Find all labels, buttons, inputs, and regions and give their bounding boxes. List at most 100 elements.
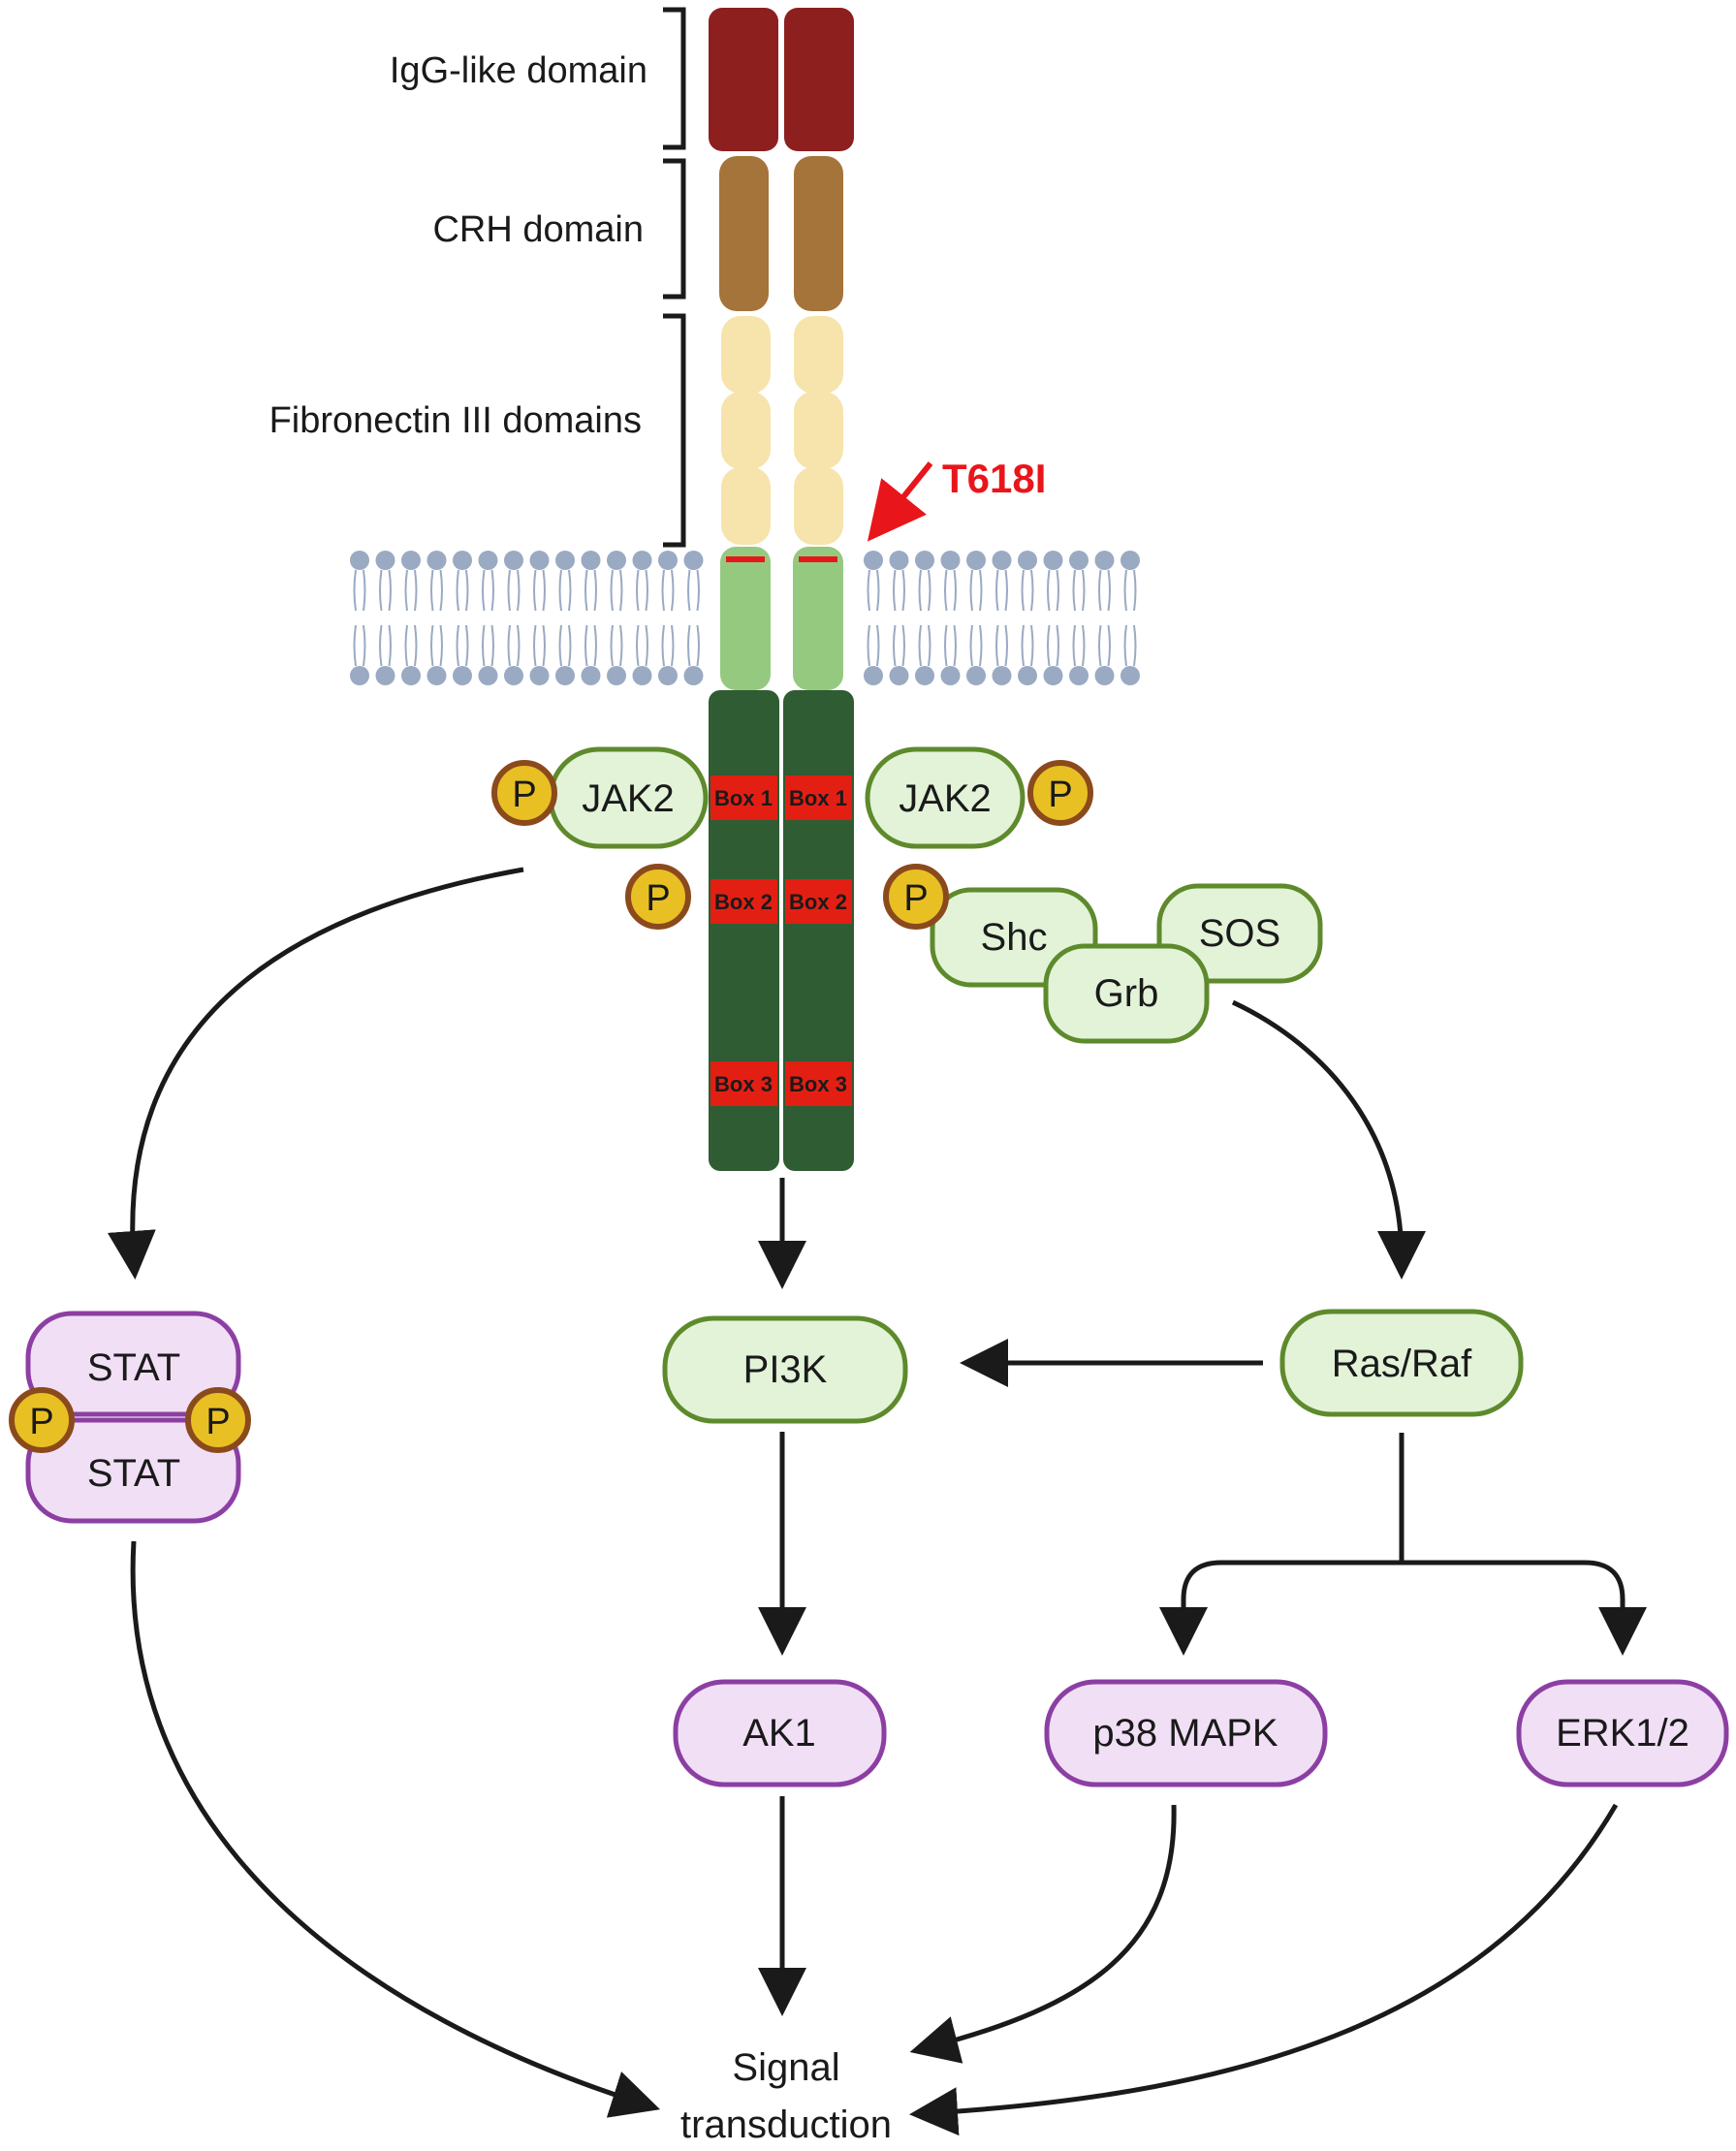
lipid-tail	[507, 569, 511, 612]
lipid-tail	[542, 624, 546, 667]
lipid-head	[915, 551, 934, 570]
lipid-tail	[687, 569, 691, 612]
lipid-tail	[867, 624, 870, 667]
lipid-head	[683, 551, 704, 570]
arrow-jak2-to-stat	[107, 867, 524, 1280]
svg-text:P: P	[29, 1402, 53, 1442]
lipid-head	[453, 666, 472, 685]
box3-right-label: Box 3	[789, 1072, 847, 1096]
lipid-tail	[1021, 569, 1025, 612]
lipid-tail	[901, 569, 905, 612]
lipid-tail	[867, 569, 870, 612]
phospho-stat-left: P	[9, 1387, 75, 1453]
lipid-head	[1018, 551, 1037, 570]
arrow-branch-to-erk	[1402, 1560, 1647, 1656]
lipid-tail	[928, 569, 931, 612]
jak2-left-label: JAK2	[582, 777, 675, 820]
p38-node	[1044, 1679, 1328, 1787]
arrow-p38-to-output	[909, 1804, 1177, 2064]
lipid-tail	[636, 624, 640, 667]
crh-label: CRH domain	[432, 209, 644, 250]
transmembrane-right	[793, 547, 843, 690]
lipid-head	[992, 551, 1012, 570]
lipid-tail	[533, 624, 537, 667]
lipid-head	[1094, 666, 1115, 685]
lipid-tail	[456, 569, 459, 612]
fn3-domains-right	[794, 316, 843, 545]
lipid-head	[478, 551, 498, 570]
box3-right	[785, 1061, 852, 1106]
lipid-tail	[661, 569, 665, 612]
arrow-sos-to-rasraf	[1231, 999, 1426, 1280]
lipid-tail	[1056, 569, 1059, 612]
lipid-tail	[404, 569, 408, 612]
lipid-head	[864, 551, 883, 570]
lipid-head	[940, 666, 961, 685]
lipid-head	[581, 551, 601, 570]
lipid-tail	[1082, 569, 1086, 612]
lipid-tail	[1004, 569, 1008, 612]
lipid-tail	[661, 624, 665, 667]
phospho-stat-right: P	[185, 1387, 251, 1453]
lipid-tail	[593, 569, 597, 612]
lipid-tail	[893, 624, 897, 667]
lipid-tail	[687, 624, 691, 667]
lipid-head	[1069, 666, 1089, 685]
stat-bottom-label: STAT	[87, 1452, 180, 1495]
ras-raf-node	[1279, 1309, 1524, 1417]
lipid-head	[401, 551, 421, 570]
lipid-head	[504, 666, 523, 685]
lipid-head	[607, 666, 626, 685]
signal-transduction-line1: Signal	[732, 2046, 839, 2089]
jak2-right	[865, 746, 1026, 849]
svg-text:P: P	[903, 878, 928, 919]
grb-node	[1043, 943, 1210, 1044]
lipid-tail	[363, 624, 366, 667]
lipid-head	[478, 666, 498, 685]
lipid-tail	[1047, 569, 1051, 612]
lipid-head	[683, 666, 704, 685]
lipid-tail	[1133, 569, 1137, 612]
lipid-tail	[969, 624, 973, 667]
lipid-tail	[619, 624, 623, 667]
crh-domain-right	[794, 156, 843, 311]
lipid-tail	[439, 624, 443, 667]
lipid-tail	[584, 569, 588, 612]
lipid-tail	[430, 624, 434, 667]
lipid-tail	[456, 624, 459, 667]
lipid-tail	[918, 624, 922, 667]
lipid-head	[401, 666, 421, 685]
lipid-tail	[353, 624, 357, 667]
lipid-tail	[1072, 569, 1076, 612]
jak2-right-label: JAK2	[899, 777, 992, 820]
box2-right-label: Box 2	[789, 890, 847, 914]
lipid-head	[658, 666, 678, 685]
lipid-tail	[901, 624, 905, 667]
arrow-stat-to-output	[130, 1540, 661, 2118]
lipid-tail	[439, 569, 443, 612]
lipid-head	[555, 666, 575, 685]
lipid-tail	[414, 624, 418, 667]
lipid-head	[632, 666, 652, 685]
phospho-shc: P	[883, 864, 949, 930]
lipid-tail	[1056, 624, 1059, 667]
lipid-head	[1121, 551, 1140, 570]
erk-label: ERK1/2	[1556, 1712, 1689, 1755]
lipid-tail	[610, 569, 614, 612]
lipid-tail	[1047, 624, 1051, 667]
grb-label: Grb	[1094, 972, 1159, 1015]
lipid-tail	[953, 569, 957, 612]
lipid-tail	[558, 569, 562, 612]
lipid-head	[1018, 666, 1037, 685]
lipid-tail	[568, 569, 572, 612]
lipid-head	[1069, 551, 1089, 570]
lipid-tail	[619, 569, 623, 612]
lipid-tail	[876, 624, 880, 667]
lipid-tail	[593, 624, 597, 667]
lipid-head	[375, 551, 395, 570]
svg-text:P: P	[1048, 775, 1072, 815]
lipid-head	[889, 666, 909, 685]
lipid-tail	[363, 569, 366, 612]
lipid-head	[889, 551, 909, 570]
lipid-head	[350, 666, 369, 685]
